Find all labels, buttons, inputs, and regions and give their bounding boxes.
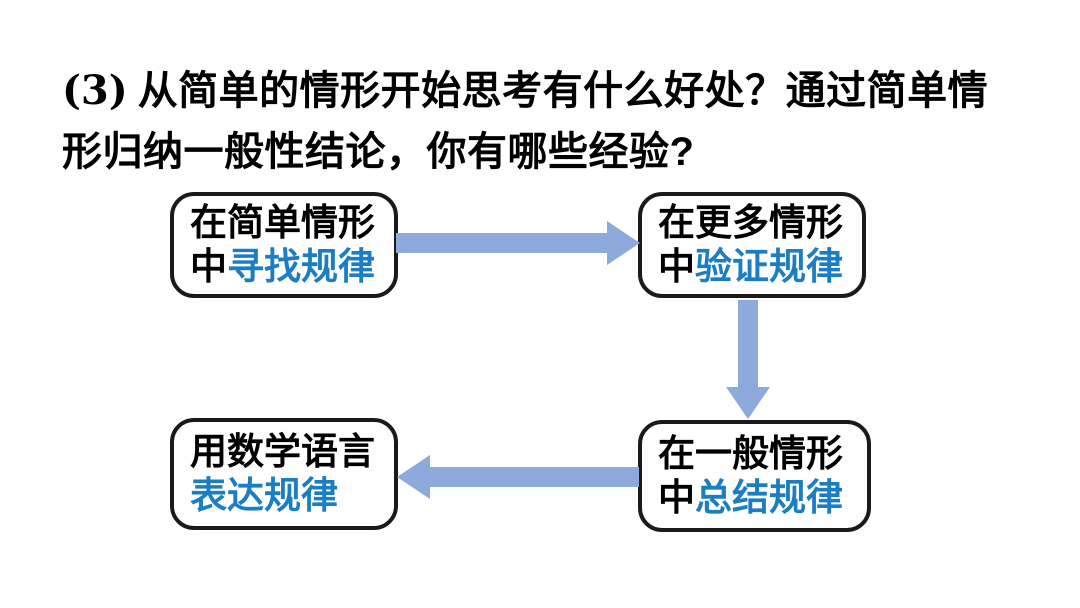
node-summarize-pattern: 在一般情形 中总结规律 xyxy=(638,420,871,532)
node-find-highlight: 寻找规律 xyxy=(227,246,375,287)
title-line2: 形归纳一般性结论，你有哪些经验? xyxy=(62,130,695,174)
node-find-line2-prefix: 中 xyxy=(190,246,227,287)
node-summarize-line1: 在一般情形 xyxy=(658,433,843,474)
node-summarize-line2-prefix: 中 xyxy=(658,477,695,518)
title-item-number: (3) xyxy=(62,67,128,114)
slide-title: (3)从简单的情形开始思考有什么好处？通过简单情 形归纳一般性结论，你有哪些经验… xyxy=(62,60,1002,183)
node-summarize-highlight: 总结规律 xyxy=(695,477,843,518)
node-verify-line1: 在更多情形 xyxy=(658,202,843,243)
node-find-pattern: 在简单情形 中寻找规律 xyxy=(170,192,398,298)
node-find-line1: 在简单情形 xyxy=(190,202,375,243)
node-verify-pattern: 在更多情形 中验证规律 xyxy=(638,192,866,298)
arrow-right-icon xyxy=(396,221,640,265)
node-express-highlight: 表达规律 xyxy=(190,475,338,516)
arrow-down-icon xyxy=(726,300,770,419)
arrow-left-icon xyxy=(397,455,639,499)
title-line1: 从简单的情形开始思考有什么好处？通过简单情 xyxy=(137,69,989,113)
node-express-pattern: 用数学语言 表达规律 xyxy=(170,418,398,530)
node-express-line1: 用数学语言 xyxy=(190,431,375,472)
node-verify-highlight: 验证规律 xyxy=(695,246,843,287)
node-verify-line2-prefix: 中 xyxy=(658,246,695,287)
